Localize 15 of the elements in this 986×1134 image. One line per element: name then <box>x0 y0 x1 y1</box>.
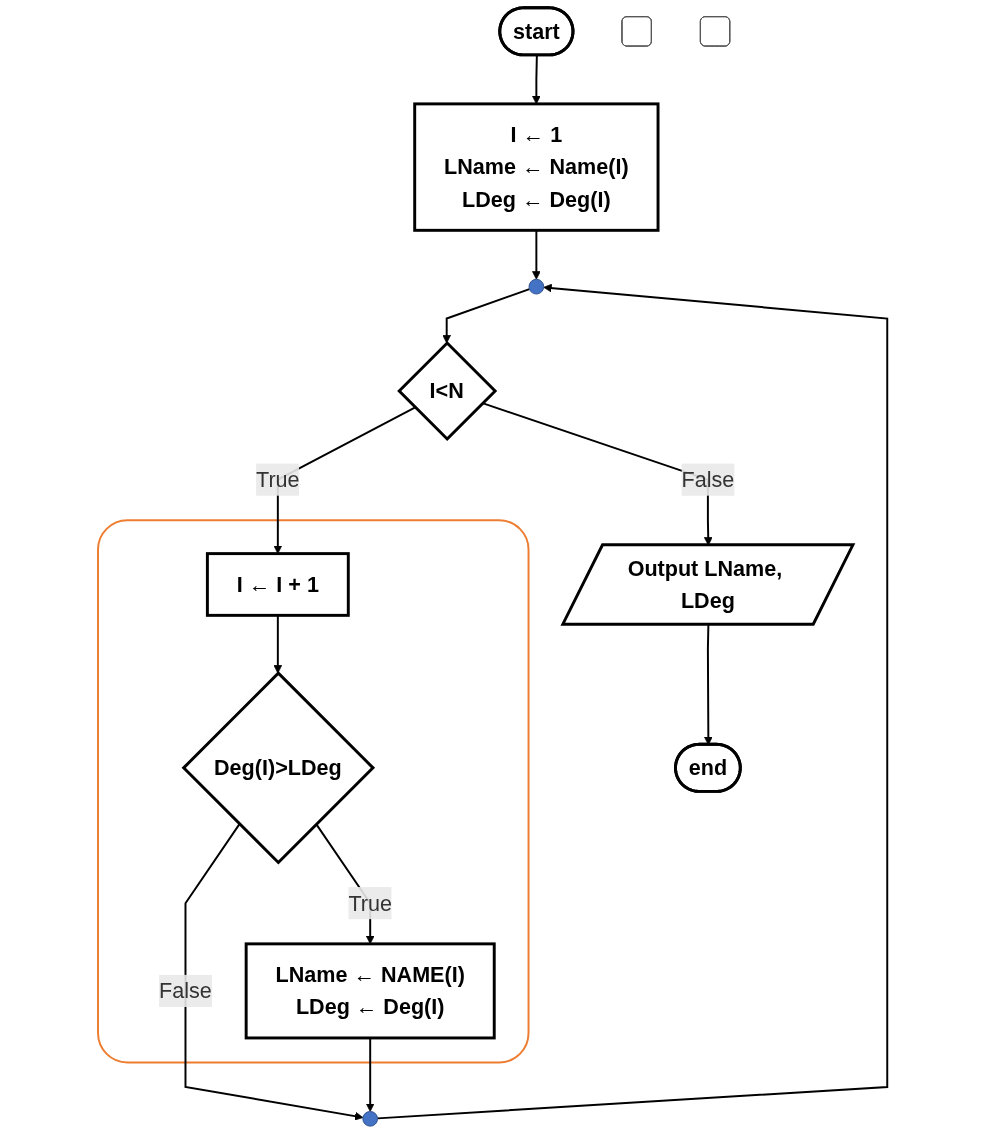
node-diamond: Deg(I)>LDeg <box>181 671 376 865</box>
node-circle <box>528 278 545 295</box>
edge-label: False <box>681 467 735 492</box>
cluster <box>97 519 530 1064</box>
arrow <box>184 823 364 1121</box>
node-box: I ← I + 1 <box>206 552 351 617</box>
arrow <box>442 288 531 344</box>
arrow <box>376 283 889 1120</box>
node-circle <box>362 1110 379 1127</box>
node-diamond: I<N <box>397 340 498 441</box>
node-box: I ← 1 LName ← Name(I) LDeg ← Deg(I) <box>413 102 660 232</box>
edge-label: True <box>348 890 393 916</box>
node-box: LName ← NAME(I) LDeg ← Deg(I) <box>245 942 497 1040</box>
edge-label: True <box>256 467 300 492</box>
edge-label: False <box>159 978 213 1004</box>
